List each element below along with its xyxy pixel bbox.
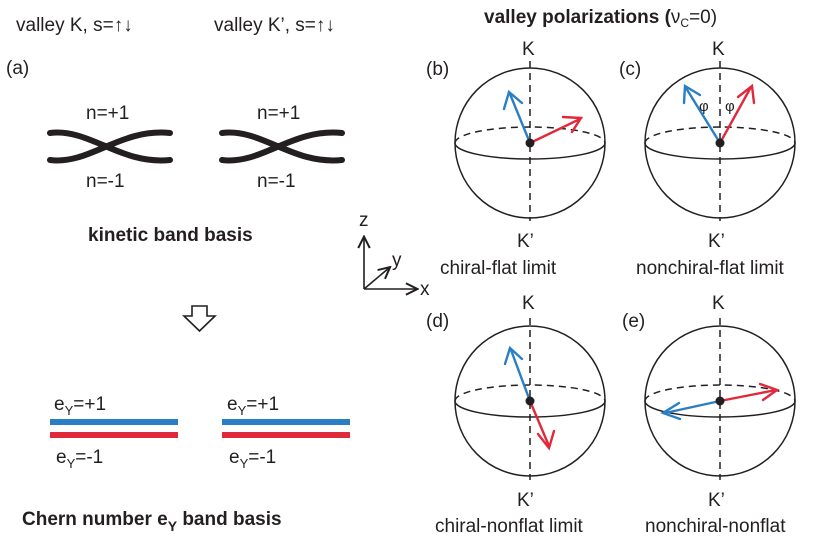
- sphere-c-k-label: K: [712, 39, 725, 60]
- n-minus-right: n=-1: [257, 171, 296, 192]
- e-minus-left: eY=-1: [56, 447, 103, 471]
- sphere-b-k-label: K: [522, 39, 535, 60]
- valley-kprime-label: valley K’, s=↑↓: [214, 15, 335, 36]
- equator-back: [644, 126, 796, 144]
- equator-front: [644, 142, 796, 160]
- sphere-d-label: (d): [426, 311, 449, 332]
- sphere-d-k-label: K: [522, 293, 535, 314]
- band-crossing-right: [219, 129, 345, 164]
- axis-z-label: z: [359, 210, 369, 231]
- blue-band-left: [50, 419, 178, 425]
- e-plus-left: eY=+1: [54, 394, 106, 418]
- sphere-e: (e) K K’ nonchiral-nonflat: [622, 293, 796, 537]
- angle-phi-left: φ: [699, 98, 709, 115]
- equator-front: [454, 400, 606, 418]
- sphere-b-label: (b): [426, 59, 449, 80]
- equator-back: [644, 384, 796, 402]
- blue-arrow: [502, 89, 532, 145]
- red-arrow: [528, 115, 584, 145]
- hollow-down-arrow-icon: [182, 305, 217, 333]
- chern-caption: Chern number eY band basis: [22, 509, 282, 534]
- sphere-c: (c) K φ φ K’ nonchiral-flat limit: [619, 39, 796, 279]
- figure-title: valley polarizations (νC=0): [484, 7, 717, 30]
- sphere-d: (d) K K’ chiral-nonflat limit: [426, 293, 606, 537]
- sphere-b-kprime-label: K’: [517, 231, 534, 252]
- equator-front: [644, 400, 796, 418]
- sphere-c-label: (c): [619, 59, 641, 80]
- axis-y-label: y: [392, 250, 402, 271]
- sphere-d-caption: chiral-nonflat limit: [435, 516, 584, 537]
- red-arrow: [528, 399, 556, 451]
- center-dot: [715, 396, 725, 406]
- e-minus-right: eY=-1: [229, 447, 276, 471]
- e-plus-right: eY=+1: [227, 394, 279, 418]
- sphere-e-caption: nonchiral-nonflat: [645, 516, 786, 537]
- red-arrow: [718, 83, 756, 145]
- n-minus-left: n=-1: [86, 171, 125, 192]
- sphere-c-caption: nonchiral-flat limit: [636, 258, 785, 279]
- red-band-left: [50, 432, 178, 438]
- blue-arrow: [660, 399, 722, 421]
- kinetic-caption: kinetic band basis: [88, 225, 253, 246]
- sphere-e-k-label: K: [712, 293, 725, 314]
- equator-back: [454, 126, 606, 144]
- n-plus-left: n=+1: [86, 103, 129, 124]
- axis-x-label: x: [420, 279, 430, 300]
- red-arrow: [718, 382, 780, 403]
- n-plus-right: n=+1: [257, 103, 300, 124]
- sphere-b: (b) K K’ chiral-flat limit: [426, 39, 606, 279]
- center-dot: [525, 138, 535, 148]
- angle-phi-right: φ: [725, 98, 735, 115]
- sphere-d-kprime-label: K’: [517, 490, 534, 511]
- blue-arrow: [503, 345, 532, 403]
- band-crossing-left: [47, 129, 173, 164]
- sphere-b-caption: chiral-flat limit: [440, 258, 557, 279]
- valley-k-label: valley K, s=↑↓: [16, 15, 133, 36]
- panel-a-label: (a): [6, 58, 29, 79]
- sphere-e-kprime-label: K’: [708, 490, 725, 511]
- equator-back: [454, 384, 606, 402]
- center-dot: [715, 138, 725, 148]
- red-band-right: [222, 432, 350, 438]
- center-dot: [525, 396, 535, 406]
- blue-band-right: [222, 419, 350, 425]
- sphere-e-label: (e): [622, 311, 645, 332]
- blue-arrow: [682, 83, 722, 145]
- coordinate-axes: [364, 238, 416, 289]
- equator-front: [454, 142, 606, 160]
- sphere-c-kprime-label: K’: [708, 231, 725, 252]
